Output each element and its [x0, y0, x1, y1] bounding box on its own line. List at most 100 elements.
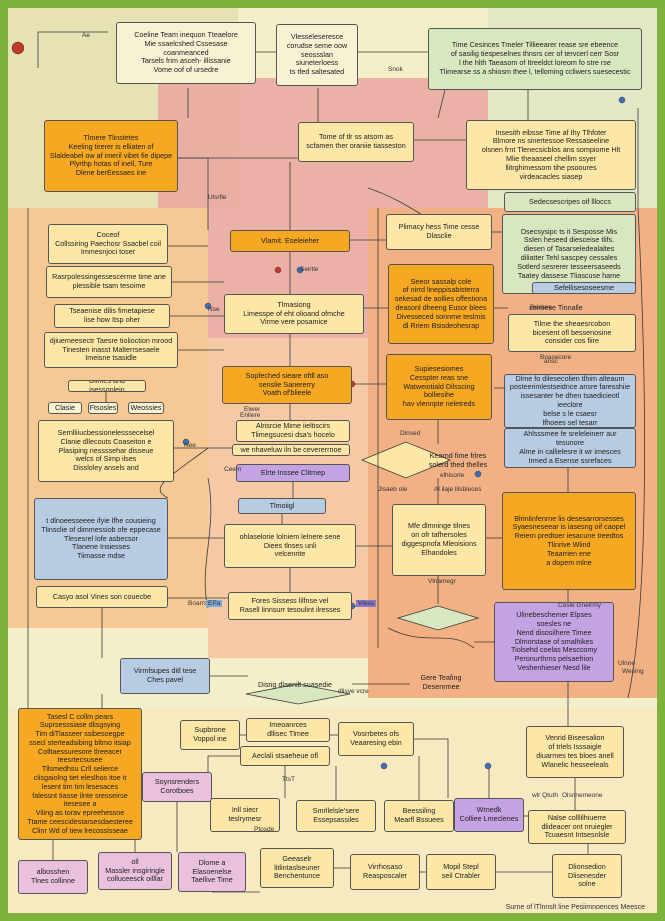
diagram-node: Coeline Team inequon Tteaelore Mie ssael…: [116, 22, 256, 84]
diagram-node: we nhaveluw iln be cevererrnoe: [232, 444, 350, 456]
diagram-node: Insesith eibsse Time af Ihy Tlhfoter Blm…: [466, 120, 636, 190]
edge-label: Boslere: [530, 304, 553, 311]
decision-diamond: [396, 605, 480, 631]
connector-dot: [380, 762, 388, 770]
diagram-node: Time Cesinces Tmeler Tillieearer rease s…: [428, 28, 642, 90]
edge-label: ansc: [544, 358, 558, 365]
diagram-node: ceirsese Tinnalle: [529, 302, 583, 312]
diagram-node: Dlimes and isessonlein: [68, 380, 146, 392]
connector-dot: [11, 41, 25, 55]
edge-label: Boasecore: [540, 354, 572, 361]
edge-label: Vless: [356, 600, 376, 607]
diagram-node: Tlmoiigl: [238, 498, 326, 514]
diagram-node: Coceof Collssiring Paechosr Ssacbel coil…: [48, 224, 168, 264]
connector-line: [387, 627, 475, 649]
connector-dot: [484, 762, 492, 770]
connector-line: [204, 477, 212, 609]
diagram-node: oll Massler insgiringle colluceesck oill…: [98, 852, 172, 890]
decision-diamond: [245, 683, 351, 705]
connector-line: [37, 31, 108, 68]
diagram-node: Blrinlinfenrne lis desesarrorsesses Syae…: [502, 492, 636, 590]
diagram-node: Tome of tlr ss atsom as scfamen ther ora…: [298, 122, 414, 162]
diagram-node: Disng dlaenilt suasedie: [258, 679, 332, 689]
diagram-node: Tilme the sheaesrcobon bicesent ofl bess…: [508, 314, 636, 352]
connector-line: [178, 157, 209, 230]
edge-label: Nse: [208, 306, 220, 313]
diagram-node: Gere Teafing Desenrmee: [420, 673, 462, 691]
edge-label: Ae: [82, 32, 90, 39]
edge-label: Enllere: [240, 412, 261, 419]
diagram-node: Dlme fo dilesecolien tlhim alteaum poste…: [504, 374, 636, 428]
decision-diamond: [360, 441, 452, 479]
edge-label: Al ilaje lilsbleces: [434, 486, 482, 493]
diagram-node: ohlaselorie lolniem lelnere sene Diees t…: [224, 524, 356, 568]
diagram-node: Ftsosles: [88, 402, 118, 414]
diagram-node: Plimacy hess Time cesse Dlasclie: [386, 214, 492, 250]
diagram-node: Dsecsysipc ts it Sesposse Mis Sslen hese…: [502, 214, 636, 294]
diagram-node: Dlionsedion Dlisenesder solne: [552, 854, 622, 898]
diagram-node: Seeor sassalp cole of nirrd lineppisabis…: [388, 264, 494, 344]
diagram-node: Tlmasiong Limesspe of eht olioand ofmche…: [224, 294, 364, 334]
diagram-node: Tseaenise dilis fimetapiese lise how Its…: [54, 304, 170, 328]
diagram-node: Smrllelsle'sere Essepsassiles: [296, 800, 376, 832]
diagram-node: Ahlsssmee fe sreleleinerr aur tesunore A…: [504, 428, 636, 468]
edge-label: Dlnsed: [400, 430, 421, 437]
diagram-node: Supbrone Voppol ine: [180, 720, 240, 750]
edge-label: Wesing: [622, 668, 644, 675]
edge-label: Elwer: [244, 406, 261, 413]
diagram-node: Sopfeched sieare oftll aso senslie Saner…: [222, 366, 352, 404]
diagram-node: Casyo asol Vines son couecbe: [36, 586, 168, 608]
edge-label: elhisorle: [440, 472, 465, 479]
edge-label: Ceem: [224, 466, 242, 473]
edge-label: Ulsrfle: [208, 194, 227, 201]
diagram-node: Wrnedk Colliee Lmeclenes: [454, 798, 524, 832]
diagram-canvas: Coeline Team inequon Tteaelore Mie ssael…: [8, 8, 657, 913]
edge-label: Ptosde: [254, 826, 275, 833]
diagram-node: djiuemeesectr Taesre tiolioction mrood T…: [44, 332, 178, 368]
edge-label: Nee: [184, 442, 196, 449]
diagram-node: Imeoanrces dllisec Tlmee: [246, 718, 330, 742]
edge-label: Seirtle: [300, 266, 319, 273]
connector-dot: [296, 266, 304, 274]
diagram-node: Supiesesiomes Cesspter reas sne Watweiot…: [386, 354, 492, 420]
edge-label: Snok: [388, 66, 403, 73]
diagram-node: Sefellisesoseesme: [532, 282, 636, 294]
edge-label: Cesle Gnelrmy: [558, 602, 601, 609]
diagram-node: Tlmere Tlinstetes Keeling tirerer is ell…: [44, 120, 178, 192]
connector-dot: [204, 302, 212, 310]
diagram-node: Sedecsescripes oif llloccs: [504, 192, 636, 212]
edge-label: dlisve vcre: [338, 688, 369, 695]
connector-dot: [182, 438, 190, 446]
diagram-node: Ulinebeschemer Elpses soesles ne Nend di…: [494, 602, 614, 682]
edge-label: TtsT: [282, 776, 295, 783]
diagram-node: Elrte Inssee Clitmep: [236, 464, 350, 482]
edge-label: Olsnnemeone: [562, 792, 603, 799]
diagram-node: Alrisrcie Mime iieltiscirs Tlimegsucesi …: [236, 420, 350, 442]
connector-line: [627, 207, 645, 699]
diagram-node: Vlesseleseresce corudse seme oow seosssl…: [276, 24, 358, 86]
diagram-node: albosshen Tlnes collinne: [18, 860, 88, 894]
diagram-node: Weossies: [128, 402, 164, 414]
edge-label: EPa: [206, 600, 223, 607]
footer-caption: Surne of lTlnnslt line Pesiimnoences Mee…: [505, 904, 645, 911]
edge-label: Vlnamegr: [428, 578, 456, 585]
edge-label: Boarrs: [188, 600, 208, 607]
diagram-node: Kearnd fime frlres solerd thed thelles: [428, 451, 488, 469]
diagram-node: Soynsrenders Corotboes: [142, 772, 212, 802]
edge-label: Jlsaeb ole: [378, 486, 408, 493]
diagram-node: Dlome a Elasoenelse Taellive Time: [178, 852, 246, 892]
diagram-node: Rasrpolessingessescerme time ane plessib…: [46, 266, 172, 298]
diagram-node: Sernlliiucbessionelesssecelsel Clanie dl…: [38, 420, 174, 482]
diagram-node: Vosrrbetes ofs Veaaresing ebin: [338, 722, 414, 756]
diagram-node: Vlamit. Eseleieher: [230, 230, 350, 252]
diagram-node: Clasie: [48, 402, 82, 414]
diagram-node: Aeclali stsaeheue ofl: [240, 746, 330, 766]
connector-dot: [274, 266, 282, 274]
connector-dot: [618, 96, 626, 104]
diagram-node: Nalse colllilhiuerre dlideacer ont nruie…: [528, 810, 626, 844]
edge-label: wlr Qtuth: [532, 792, 559, 799]
diagram-node: Fores Sissess lilfnse vel Rasell linnsur…: [228, 592, 352, 620]
diagram-node: Virmfsupes ditl tese Ches pavel: [120, 658, 210, 694]
connector-line: [207, 755, 240, 772]
connector-dot: [474, 470, 482, 478]
